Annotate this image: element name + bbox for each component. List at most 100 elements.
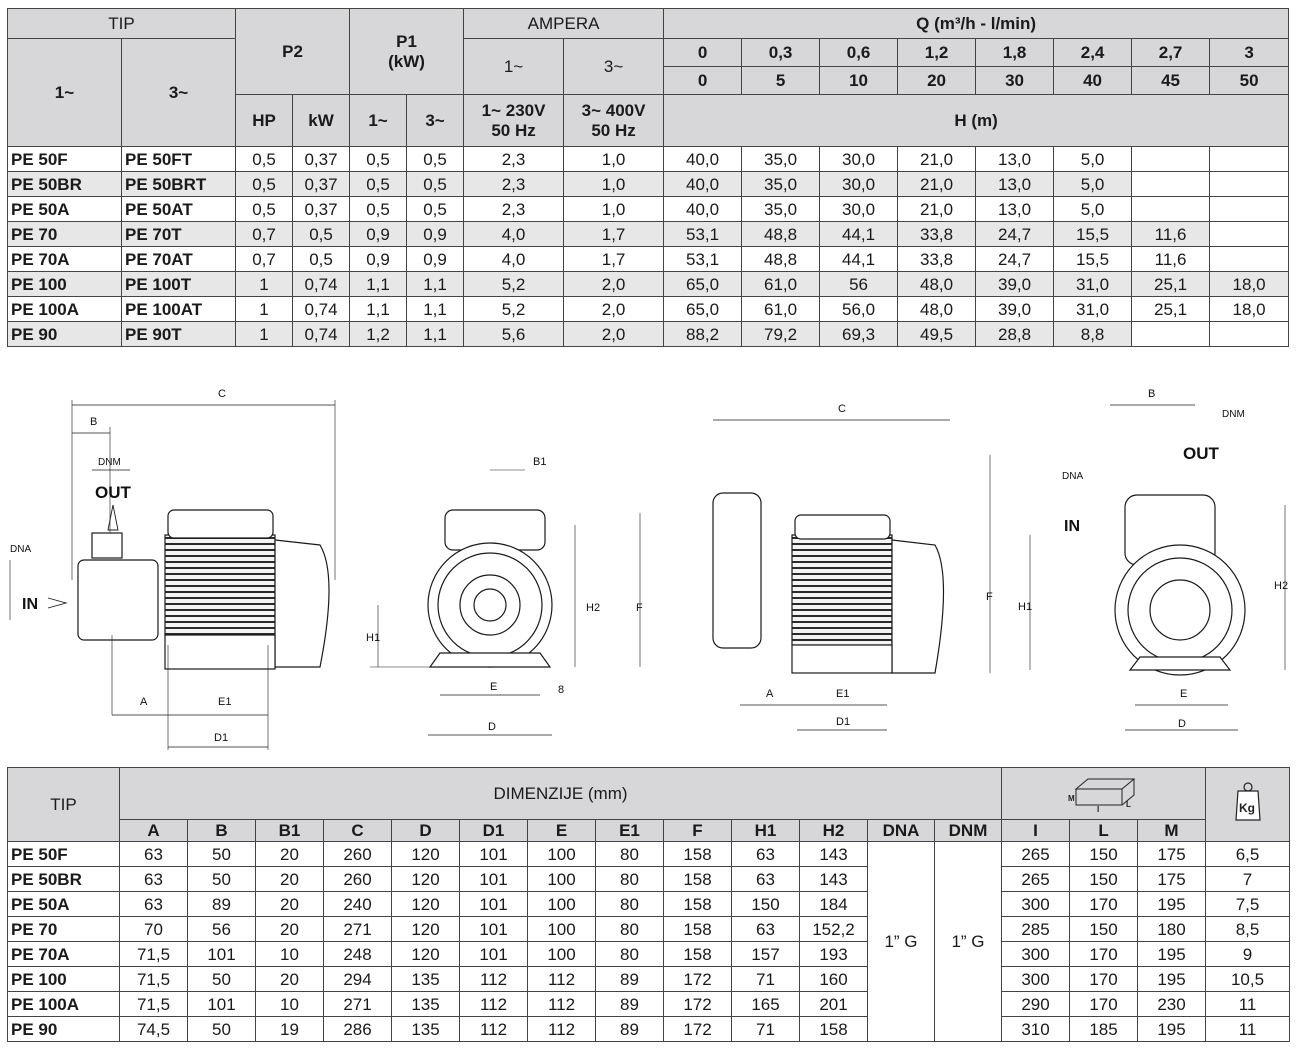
- dims-cell: 112: [527, 1016, 596, 1042]
- dims-cell: 158: [799, 1016, 868, 1042]
- dims-cell: 260: [323, 866, 392, 892]
- perf-cell: 11,6: [1131, 221, 1211, 247]
- dims-cell: 201: [799, 991, 868, 1017]
- perf-cell: 25,1: [1131, 296, 1211, 322]
- dims-cell: 300: [1001, 966, 1071, 992]
- dims-cell: 150: [731, 891, 800, 917]
- model-name: PE 70A: [7, 246, 122, 272]
- model-name: PE 100A: [7, 991, 120, 1017]
- weight-header: Kg: [1205, 767, 1291, 842]
- dims-cell: 80: [595, 941, 664, 967]
- dims-cell: 63: [731, 916, 800, 942]
- dims-cell: 80: [595, 841, 664, 867]
- dims-cell: 184: [799, 891, 868, 917]
- dim-label-c-2: C: [838, 403, 846, 415]
- perf-cell: 53,1: [663, 221, 743, 247]
- dim-label-e: E: [490, 681, 497, 693]
- perf-cell: 44,1: [819, 246, 899, 272]
- dims-cell: 89: [595, 991, 664, 1017]
- q-m3h-4: 1,8: [975, 38, 1055, 67]
- dims-cell: 135: [391, 1016, 460, 1042]
- dims-cell: 71,5: [119, 991, 188, 1017]
- perf-cell: 0,5: [292, 221, 351, 247]
- perf-cell: 0,5: [349, 171, 408, 197]
- dims-cell: 50: [187, 866, 256, 892]
- model-name: PE 100T: [120, 271, 237, 297]
- dims-cell: 135: [391, 966, 460, 992]
- perf-cell: 13,0: [975, 146, 1055, 172]
- dims-cell: 70: [119, 916, 188, 942]
- perf-cell: 0,37: [292, 171, 351, 197]
- dims-cell: 135: [391, 991, 460, 1017]
- dims-header-tip: TIP: [7, 767, 120, 842]
- dim-label-e1-2: E1: [836, 688, 849, 700]
- dims-cell: 6,5: [1205, 841, 1291, 867]
- perf-cell: 40,0: [663, 196, 743, 222]
- perf-cell: 56: [819, 271, 899, 297]
- dims-cell: 260: [323, 841, 392, 867]
- q-lmin-2: 10: [819, 66, 899, 95]
- dims-cell: 20: [255, 916, 324, 942]
- header-tip: TIP: [6, 8, 237, 39]
- dims-col-m: M: [1137, 819, 1207, 842]
- dims-col-dnm: DNM: [933, 819, 1003, 842]
- perf-cell: 1,0: [563, 146, 665, 172]
- dims-col-l: L: [1069, 819, 1139, 842]
- dims-cell: 71: [731, 966, 800, 992]
- dims-col-e1: E1: [595, 819, 664, 842]
- dims-cell: 10: [255, 991, 324, 1017]
- perf-cell: 21,0: [897, 196, 977, 222]
- front-view-2-drawing: B DNM OUT DNA IN H1 H2 E D: [1018, 388, 1288, 731]
- freq-1phase: 50 Hz: [491, 121, 536, 140]
- dims-cell: 170: [1069, 966, 1139, 992]
- dims-cell: 180: [1137, 916, 1207, 942]
- q-m3h-7: 3: [1209, 38, 1290, 67]
- header-tip-1phase: 1~: [7, 38, 122, 147]
- perf-cell: 88,2: [663, 321, 743, 347]
- dims-col-h1: H1: [731, 819, 800, 842]
- dims-cell: 112: [527, 991, 596, 1017]
- perf-cell: 79,2: [741, 321, 821, 347]
- perf-cell: 13,0: [975, 171, 1055, 197]
- dims-cell: 158: [663, 891, 732, 917]
- perf-cell: 48,8: [741, 221, 821, 247]
- dims-cell: 11: [1205, 1016, 1291, 1042]
- dim-label-c: C: [218, 388, 226, 400]
- dims-cell: 158: [663, 866, 732, 892]
- dims-cell: 10: [255, 941, 324, 967]
- perf-cell: 53,1: [663, 246, 743, 272]
- perf-cell: 35,0: [741, 171, 821, 197]
- dims-cell: 112: [459, 991, 528, 1017]
- dims-cell: 101: [459, 866, 528, 892]
- dim-label-f: F: [636, 602, 643, 614]
- dims-cell: 300: [1001, 941, 1071, 967]
- dims-cell: 175: [1137, 841, 1207, 867]
- q-m3h-3: 1,2: [897, 38, 977, 67]
- dim-label-dna: DNA: [10, 544, 31, 555]
- dims-cell: 50: [187, 1016, 256, 1042]
- dim-label-b: B: [90, 416, 97, 428]
- dims-cell: 271: [323, 916, 392, 942]
- perf-cell: 0,74: [292, 296, 351, 322]
- dims-cell: 71: [731, 1016, 800, 1042]
- dims-cell: 170: [1069, 891, 1139, 917]
- perf-cell: 1,7: [563, 221, 665, 247]
- q-m3h-0: 0: [663, 38, 743, 67]
- perf-cell: 40,0: [663, 171, 743, 197]
- model-name: PE 70T: [120, 221, 237, 247]
- perf-cell: 33,8: [897, 246, 977, 272]
- dims-cell: 300: [1001, 891, 1071, 917]
- perf-cell: 5,0: [1053, 196, 1133, 222]
- pump-drawings: C B DNM OUT DNA IN A E1 D1: [9, 388, 1288, 750]
- dims-cell: 120: [391, 941, 460, 967]
- dim-label-dnm: DNM: [98, 457, 121, 468]
- q-m3h-1: 0,3: [741, 38, 821, 67]
- freq-3phase: 50 Hz: [591, 121, 636, 140]
- perf-cell: 0,5: [292, 246, 351, 272]
